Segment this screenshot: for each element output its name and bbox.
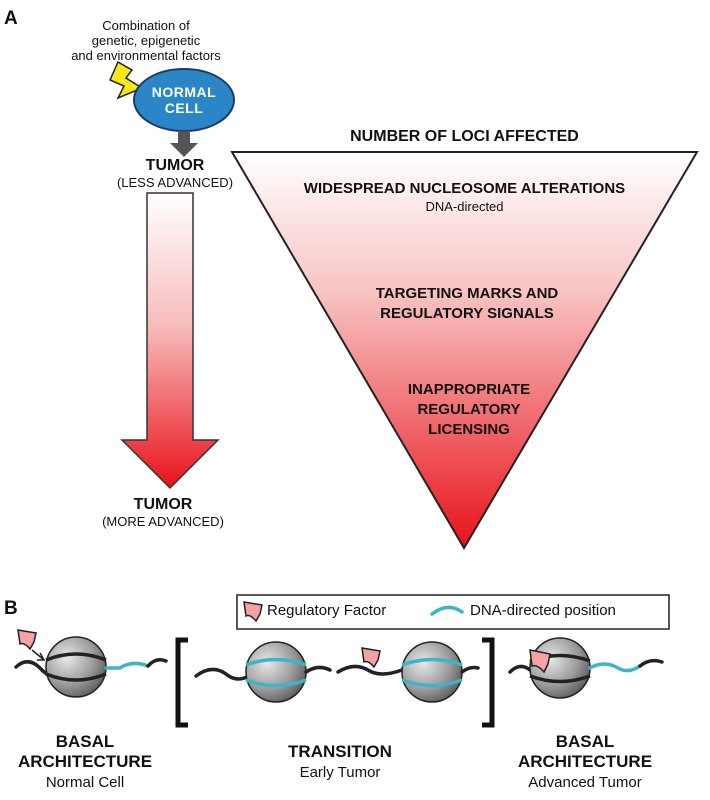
regulatory-factor-legend-icon	[243, 601, 263, 623]
cell-to-tumor-arrow-shaft	[178, 131, 190, 145]
stage-basal-advanced: BASAL ARCHITECTURE Advanced Tumor	[517, 732, 653, 791]
stage3-factor-icon	[529, 649, 551, 674]
tumor-less-advanced: TUMOR (LESS ADVANCED)	[116, 157, 234, 190]
level-widespread: WIDESPREAD NUCLEOSOME ALTERATIONS DNA-di…	[303, 180, 626, 214]
stage2a-dna-right	[304, 665, 332, 674]
stage2b-dna-left	[336, 664, 404, 676]
stage2b-dna-right	[460, 665, 480, 674]
right-bracket	[482, 637, 495, 728]
stage1-factor-icon	[17, 629, 37, 651]
triangle-title: NUMBER OF LOCI AFFECTED	[350, 128, 579, 145]
stage1-nucleosome	[45, 636, 107, 698]
cell-to-tumor-arrow-head	[170, 143, 198, 157]
stage2b-dna-wrap	[401, 657, 463, 688]
stage2a-nucleosome	[245, 641, 307, 703]
stage1-factor-pointer	[31, 649, 46, 661]
stage3-dna-right	[638, 658, 664, 668]
stage1-dna-right	[146, 658, 168, 668]
stage2b-factor-icon	[361, 647, 381, 669]
left-bracket	[175, 637, 188, 728]
level-targeting: TARGETING MARKS AND REGULATORY SIGNALS	[375, 285, 559, 322]
stage1-dna-wrap	[45, 652, 107, 682]
panel-b-label: B	[4, 598, 18, 619]
legend-box	[236, 594, 670, 630]
loci-triangle	[230, 151, 699, 550]
stage2b-nucleosome	[401, 641, 463, 703]
panel-a-label: A	[4, 8, 18, 29]
level-licensing: INAPPROPRIATE REGULATORY LICENSING	[407, 381, 531, 438]
stage2a-dna-wrap	[245, 657, 307, 688]
stage-transition: TRANSITION Early Tumor	[288, 742, 392, 781]
stage3-dna-left	[508, 664, 532, 674]
legend-dna-directed: DNA-directed position	[470, 602, 616, 619]
stage1-dna-cyan	[104, 661, 150, 670]
normal-cell-label: NORMAL CELL	[151, 84, 217, 116]
tumor-more-advanced: TUMOR (MORE ADVANCED)	[102, 496, 224, 529]
legend-regulatory-factor: Regulatory Factor	[267, 602, 387, 619]
progression-arrow	[120, 192, 220, 490]
factors-label: Combination of genetic, epigenetic and e…	[71, 18, 221, 63]
dna-directed-legend-icon	[430, 605, 464, 616]
lightning-icon	[109, 60, 144, 100]
stage2a-dna-left	[194, 667, 254, 681]
stage-basal-normal: BASAL ARCHITECTURE Normal Cell	[17, 732, 153, 791]
stage3-dna-cyan	[588, 662, 642, 673]
